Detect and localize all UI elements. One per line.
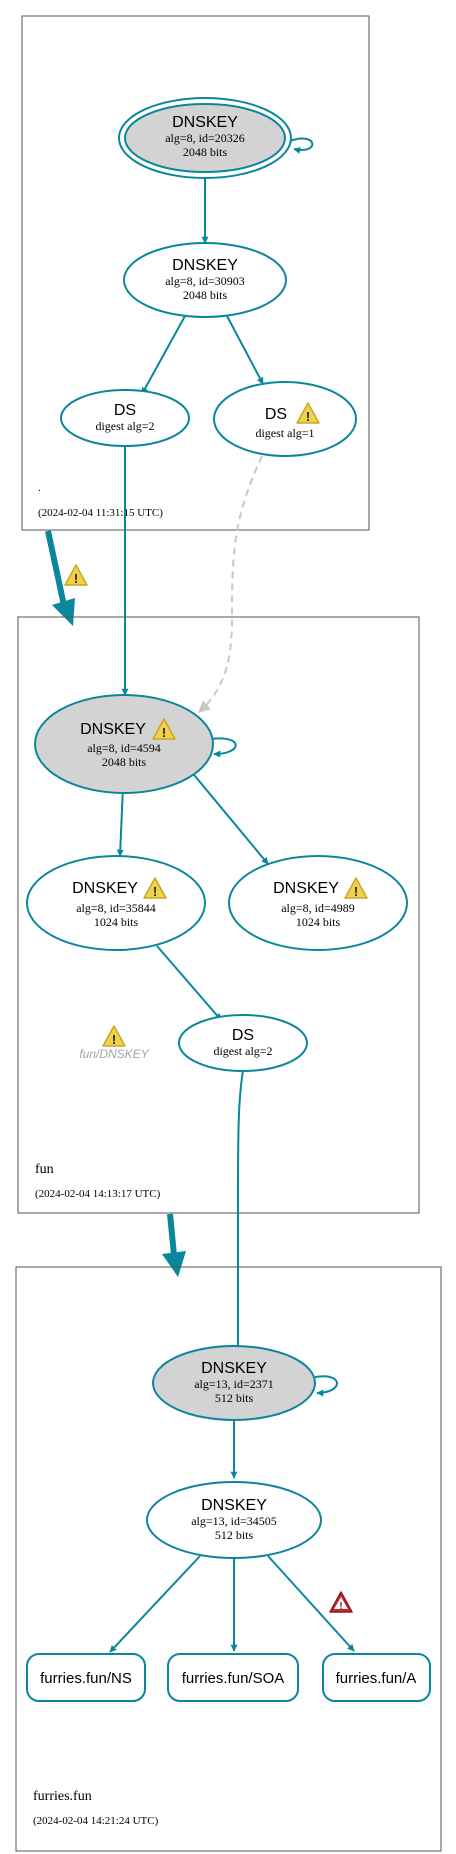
node-title: DNSKEY — [172, 114, 238, 131]
warning-icon: ! — [102, 1025, 126, 1047]
svg-text:!: ! — [74, 571, 78, 586]
node-detail: 2048 bits — [102, 755, 147, 769]
node-detail: 512 bits — [215, 1391, 254, 1405]
svg-text:!: ! — [339, 1601, 342, 1612]
node-detail: digest alg=1 — [255, 426, 314, 440]
node-root-ksk[interactable]: DNSKEY alg=8, id=20326 2048 bits — [118, 97, 292, 179]
node-root-zsk[interactable]: DNSKEY alg=8, id=30903 2048 bits — [123, 242, 287, 318]
zone-furries-box — [15, 1266, 442, 1852]
node-title: DNSKEY — [201, 1497, 267, 1514]
rrset-label: furries.fun/A — [336, 1670, 417, 1687]
node-fun-ds[interactable]: DS digest alg=2 — [178, 1014, 308, 1072]
delegation-edge-root-to-fun — [45, 530, 68, 611]
ghost-node-label: fun/DNSKEY — [79, 1047, 149, 1061]
zone-root-box — [21, 15, 370, 531]
edge-ff-zsk-to-a — [267, 1555, 355, 1652]
node-title: DS — [265, 406, 287, 423]
rrset-label: furries.fun/NS — [40, 1670, 132, 1687]
delegation-edge-fun-to-furries — [167, 1213, 177, 1256]
svg-text:!: ! — [153, 884, 157, 899]
rrset-label: furries.fun/SOA — [182, 1670, 285, 1687]
rrset-soa[interactable]: furries.fun/SOA — [167, 1653, 299, 1702]
edge-root-ds1-to-fun-ksk-insecure — [198, 455, 263, 713]
zone-root-name: . — [38, 480, 41, 494]
svg-text:!: ! — [306, 409, 310, 424]
svg-text:!: ! — [354, 884, 358, 899]
node-detail: 2048 bits — [183, 145, 228, 159]
node-title: DS — [114, 402, 136, 419]
node-detail: digest alg=2 — [213, 1044, 272, 1058]
zone-root-timestamp: (2024-02-04 11:31:15 UTC) — [38, 507, 163, 519]
node-title: DNSKEY — [201, 1360, 267, 1377]
node-detail: alg=8, id=35844 — [76, 901, 156, 915]
zone-fun-timestamp: (2024-02-04 14:13:17 UTC) — [35, 1188, 161, 1200]
edge-fun-ds-to-ff-ksk — [234, 1070, 244, 1353]
node-detail: alg=13, id=2371 — [194, 1377, 274, 1391]
node-root-ds-2[interactable]: DS digest alg=2 — [60, 389, 190, 447]
warning-icon: ! — [344, 877, 368, 899]
node-fun-ksk[interactable]: DNSKEY ! alg=8, id=4594 2048 bits — [34, 694, 214, 794]
warning-icon: ! — [296, 402, 320, 424]
edge-ff-ksk-self — [314, 1375, 338, 1397]
zone-furries-fun: furries.fun (2024-02-04 14:21:24 UTC) DN… — [15, 1266, 442, 1852]
node-fun-zsk-4989[interactable]: DNSKEY ! alg=8, id=4989 1024 bits — [228, 855, 408, 951]
edge-fun-ksk-self — [210, 737, 237, 758]
node-detail: alg=8, id=20326 — [165, 131, 245, 145]
node-title: DNSKEY — [172, 257, 238, 274]
edge-root-ksk-self — [289, 137, 314, 154]
svg-text:!: ! — [112, 1032, 116, 1047]
edge-ff-zsk-to-ns — [109, 1555, 201, 1653]
zone-furries-timestamp: (2024-02-04 14:21:24 UTC) — [33, 1815, 159, 1827]
delegation-warning-icon: ! — [64, 564, 88, 586]
delegation-arrowhead — [162, 1251, 186, 1277]
rrset-a[interactable]: furries.fun/A — [322, 1653, 431, 1702]
node-detail: digest alg=2 — [95, 419, 154, 433]
node-detail: 512 bits — [215, 1528, 254, 1542]
node-detail: 1024 bits — [296, 915, 341, 929]
node-ff-ksk[interactable]: DNSKEY alg=13, id=2371 512 bits — [152, 1345, 316, 1421]
edge-root-zsk-to-ds2 — [141, 315, 186, 395]
node-ff-zsk[interactable]: DNSKEY alg=13, id=34505 512 bits — [146, 1481, 322, 1559]
node-title: DNSKEY — [80, 721, 146, 738]
node-detail: 1024 bits — [94, 915, 139, 929]
node-detail: alg=13, id=34505 — [191, 1514, 277, 1528]
zone-fun-box — [17, 616, 420, 1214]
delegation-arrowhead — [52, 598, 75, 626]
ghost-node-fun-dnskey[interactable]: ! fun/DNSKEY — [79, 1025, 150, 1061]
node-title: DNSKEY — [72, 880, 138, 897]
warning-icon: ! — [143, 877, 167, 899]
zone-root: . (2024-02-04 11:31:15 UTC) DNSKEY alg=8… — [21, 15, 370, 531]
zone-fun: fun (2024-02-04 14:13:17 UTC) DNSKEY ! a… — [17, 616, 420, 1214]
node-detail: alg=8, id=4989 — [281, 901, 355, 915]
node-detail: alg=8, id=30903 — [165, 274, 245, 288]
warning-icon: ! — [152, 718, 176, 740]
svg-text:!: ! — [162, 725, 166, 740]
zone-fun-name: fun — [35, 1162, 54, 1177]
node-root-ds-1[interactable]: DS ! digest alg=1 — [213, 381, 357, 457]
node-fun-zsk-35844[interactable]: DNSKEY ! alg=8, id=35844 1024 bits — [26, 855, 206, 951]
error-icon: ! — [329, 1591, 353, 1613]
rrset-ns[interactable]: furries.fun/NS — [26, 1653, 146, 1702]
node-detail: 2048 bits — [183, 288, 228, 302]
edge-root-zsk-to-ds1 — [226, 315, 264, 385]
edge-fun-zsk35844-to-ds — [156, 945, 222, 1021]
zone-furries-name: furries.fun — [33, 1789, 92, 1804]
node-title: DS — [232, 1027, 254, 1044]
node-title: DNSKEY — [273, 880, 339, 897]
node-detail: alg=8, id=4594 — [87, 741, 161, 755]
